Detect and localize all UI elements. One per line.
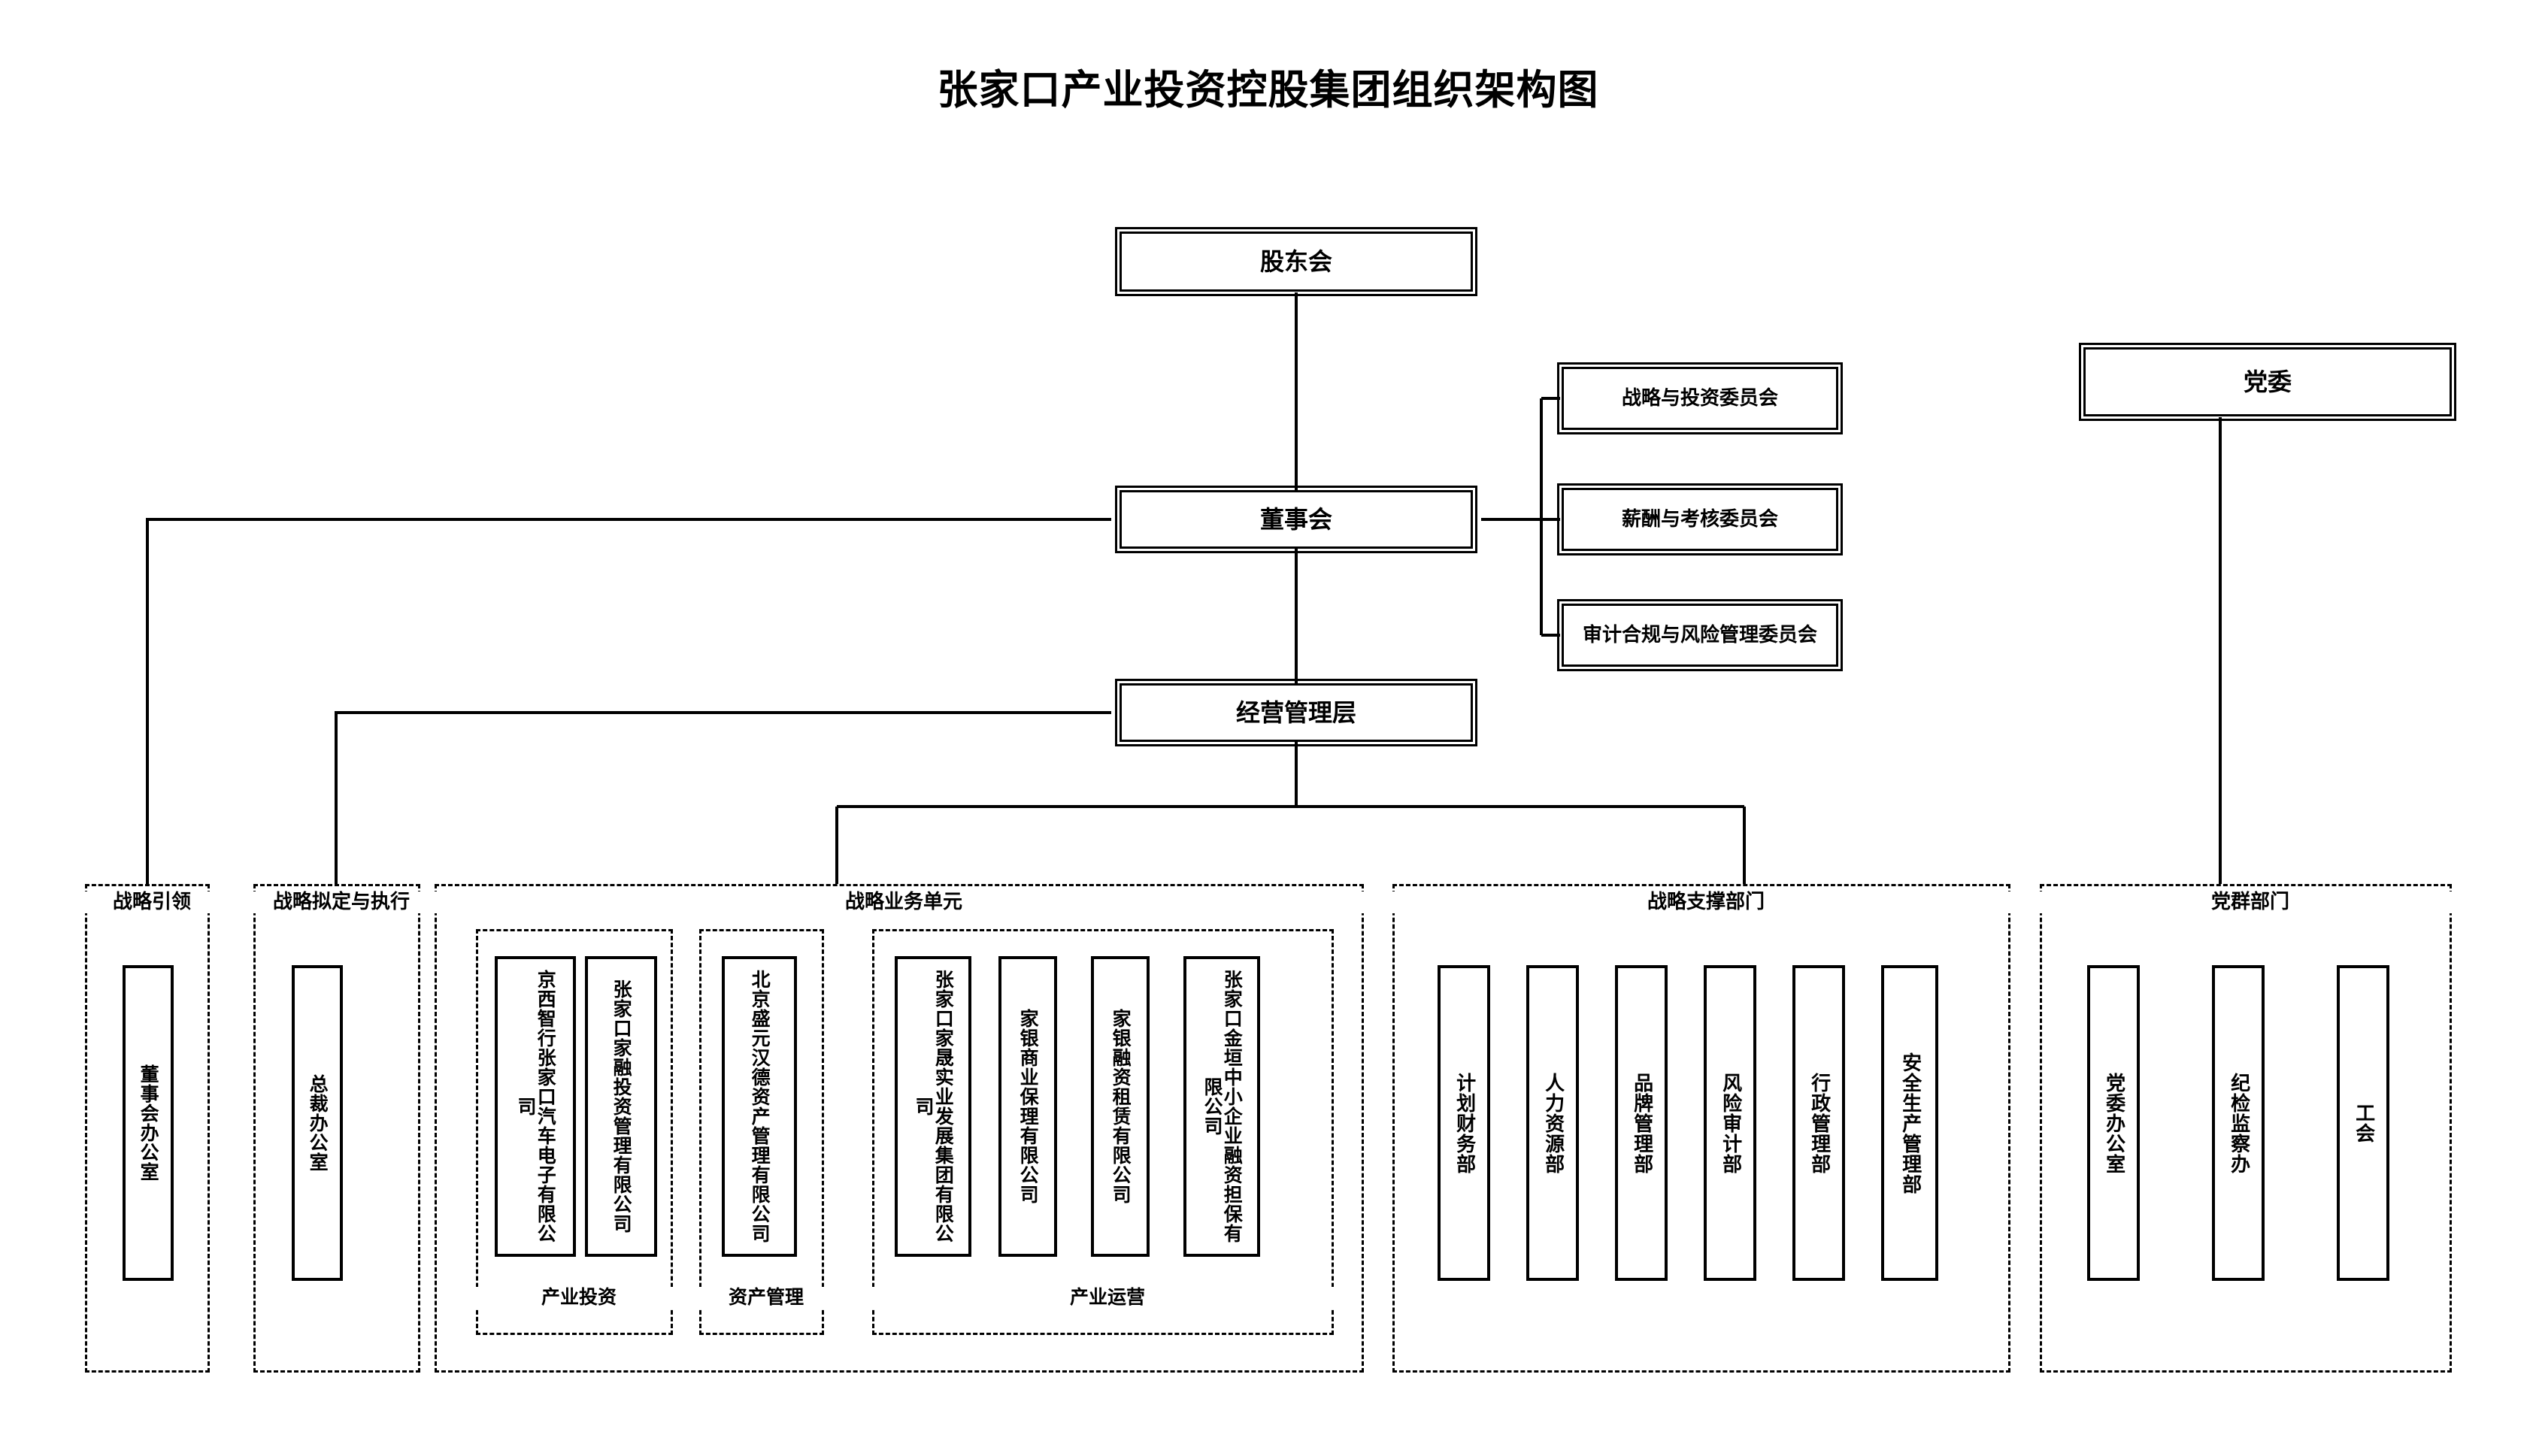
node-committee-audit-risk[interactable]: 审计合规与风险管理委员会 <box>1557 599 1843 671</box>
node-shareholders[interactable]: 股东会 <box>1115 227 1477 296</box>
node-label: 品牌管理部 <box>1630 1072 1653 1174</box>
node-board-office[interactable]: 董事会办公室 <box>123 965 174 1281</box>
node-label: 家银融资租赁有限公司 <box>1110 1009 1132 1204</box>
node-label: 张家口金垣中小企业融资担保有限公司 <box>1201 970 1244 1243</box>
node-board[interactable]: 董事会 <box>1115 486 1477 553</box>
group-industrial-operations-label: 产业运营 <box>872 1287 1343 1308</box>
node-label: 股东会 <box>1259 247 1332 276</box>
node-label: 北京盛元汉德资产管理有限公司 <box>749 970 771 1243</box>
node-committee-compensation-appraisal[interactable]: 薪酬与考核委员会 <box>1557 483 1843 555</box>
node-beijing-shengyuanhande-asset-management[interactable]: 北京盛元汉德资产管理有限公司 <box>722 956 797 1257</box>
group-strategy-exec-label: 战略拟定与执行 <box>253 891 429 913</box>
group-business-units-label: 战略业务单元 <box>435 891 1373 913</box>
group-party-departments <box>2040 884 2452 1373</box>
group-strategy-exec <box>253 884 420 1373</box>
group-asset-management-label: 资产管理 <box>699 1287 833 1308</box>
group-strategy-lead <box>85 884 210 1373</box>
node-label: 安全生产管理部 <box>1898 1052 1922 1194</box>
group-industrial-investment <box>476 929 673 1335</box>
node-label: 董事会 <box>1259 505 1332 534</box>
node-label: 经营管理层 <box>1235 698 1356 727</box>
node-label: 纪检监察办 <box>2227 1072 2250 1174</box>
node-label: 京西智行张家口汽车电子有限公司 <box>515 970 557 1243</box>
node-label: 薪酬与考核委员会 <box>1621 507 1778 531</box>
node-label: 张家口家晟实业发展集团有限公司 <box>913 970 955 1243</box>
node-label: 张家口家融投资管理有限公司 <box>611 979 633 1234</box>
node-dept-risk-audit[interactable]: 风险审计部 <box>1704 965 1756 1281</box>
node-label: 总裁办公室 <box>307 1074 329 1172</box>
group-industrial-operations <box>872 929 1334 1335</box>
node-dept-brand-management[interactable]: 品牌管理部 <box>1615 965 1668 1281</box>
node-jingxi-zhixing-zjk-auto-electronics[interactable]: 京西智行张家口汽车电子有限公司 <box>495 956 576 1257</box>
node-label: 审计合规与风险管理委员会 <box>1582 623 1817 646</box>
node-zjk-jiarong-investment-management[interactable]: 张家口家融投资管理有限公司 <box>585 956 657 1257</box>
group-industrial-investment-label: 产业投资 <box>476 1287 682 1308</box>
group-support-departments <box>1392 884 2010 1373</box>
node-label: 风险审计部 <box>1719 1072 1742 1174</box>
node-management[interactable]: 经营管理层 <box>1115 679 1477 746</box>
node-label: 董事会办公室 <box>138 1064 160 1182</box>
page-title: 张家口产业投资控股集团组织架构图 <box>937 66 1599 114</box>
node-zjk-jinyuan-sme-financing-guarantee[interactable]: 张家口金垣中小企业融资担保有限公司 <box>1183 956 1260 1257</box>
node-label: 党委办公室 <box>2102 1072 2125 1174</box>
node-label: 家银商业保理有限公司 <box>1017 1009 1040 1204</box>
node-label: 工会 <box>2352 1103 2375 1143</box>
node-party-committee-office[interactable]: 党委办公室 <box>2087 965 2140 1281</box>
node-zjk-jiasheng-industrial-development-group[interactable]: 张家口家晟实业发展集团有限公司 <box>895 956 971 1257</box>
node-label: 人力资源部 <box>1541 1072 1565 1174</box>
group-support-departments-label: 战略支撑部门 <box>1392 891 2019 913</box>
group-business-units <box>435 884 1364 1373</box>
node-committee-strategy-investment[interactable]: 战略与投资委员会 <box>1557 362 1843 434</box>
node-dept-safety-production-management[interactable]: 安全生产管理部 <box>1881 965 1938 1281</box>
node-label: 战略与投资委员会 <box>1621 386 1778 410</box>
node-dept-planning-finance[interactable]: 计划财务部 <box>1438 965 1490 1281</box>
group-strategy-lead-label: 战略引领 <box>85 891 219 913</box>
node-dept-administration[interactable]: 行政管理部 <box>1792 965 1845 1281</box>
node-party-committee[interactable]: 党委 <box>2079 343 2456 421</box>
group-party-departments-label: 党群部门 <box>2040 891 2461 913</box>
group-asset-management <box>699 929 824 1335</box>
node-dept-human-resources[interactable]: 人力资源部 <box>1526 965 1579 1281</box>
node-jiayin-commercial-factoring[interactable]: 家银商业保理有限公司 <box>998 956 1057 1257</box>
node-label: 行政管理部 <box>1807 1072 1831 1174</box>
node-jiayin-financial-leasing[interactable]: 家银融资租赁有限公司 <box>1091 956 1150 1257</box>
node-labor-union[interactable]: 工会 <box>2337 965 2389 1281</box>
node-president-office[interactable]: 总裁办公室 <box>292 965 343 1281</box>
node-discipline-inspection-office[interactable]: 纪检监察办 <box>2212 965 2265 1281</box>
node-label: 党委 <box>2243 368 2292 396</box>
node-label: 计划财务部 <box>1453 1072 1476 1174</box>
